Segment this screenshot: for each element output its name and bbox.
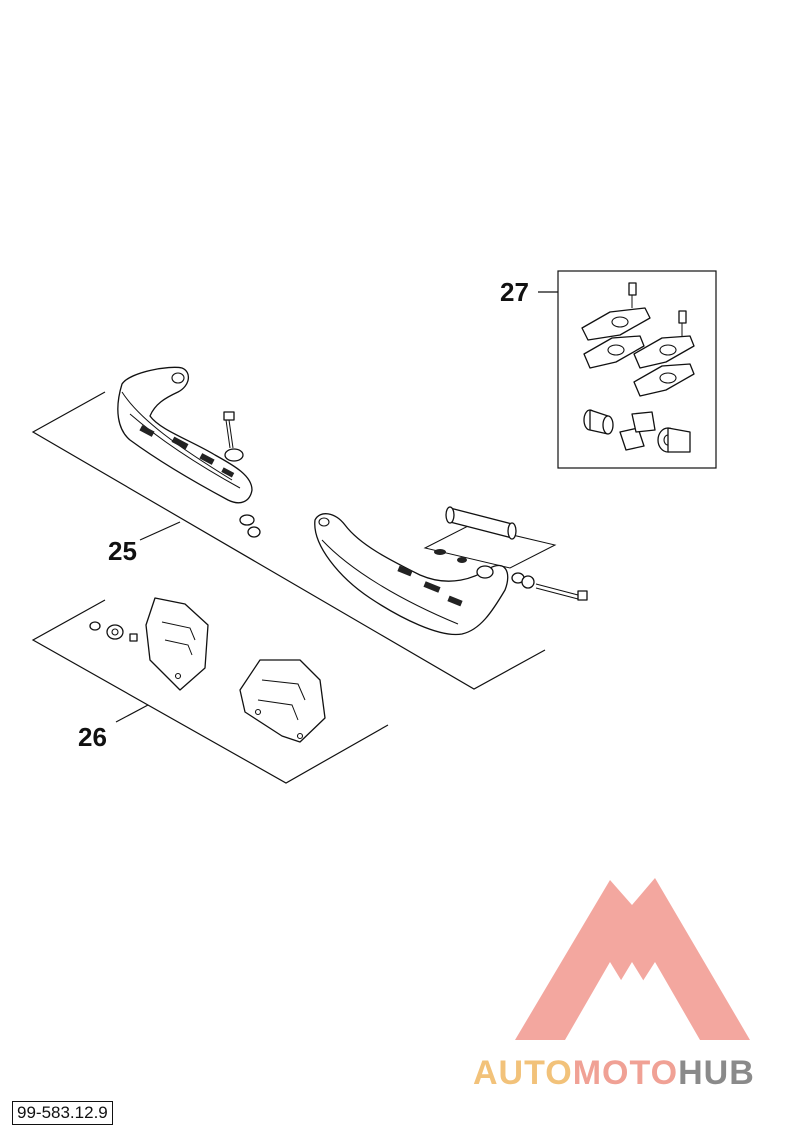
- callout-25: 25: [108, 536, 137, 566]
- automotohub-logo-emblem: [515, 878, 750, 1040]
- automotohub-watermark-text: AUTOMOTOHUB: [473, 1053, 793, 1093]
- right-shield: [239, 659, 326, 743]
- right-handguard: [314, 513, 509, 636]
- left-shield: [145, 597, 209, 691]
- group-25-frame: [31, 391, 546, 690]
- watermark-auto: AUTO: [473, 1054, 573, 1092]
- watermark-hub: HUB: [678, 1054, 755, 1092]
- right-bolt: [511, 572, 588, 601]
- drawing-number-label: 99-583.12.9: [12, 1101, 113, 1125]
- watermark-moto: MOTO: [572, 1054, 679, 1092]
- left-handguard: [117, 366, 253, 504]
- left-bolt-stack: [223, 411, 261, 538]
- handlebar-grip: [423, 506, 557, 569]
- group-26-frame: [31, 599, 389, 784]
- group-27-box: [538, 270, 717, 469]
- shield-fasteners: [89, 621, 138, 642]
- callout-27: 27: [500, 277, 529, 307]
- callout-26: 26: [78, 722, 107, 752]
- clamp-kit-parts: [581, 282, 695, 453]
